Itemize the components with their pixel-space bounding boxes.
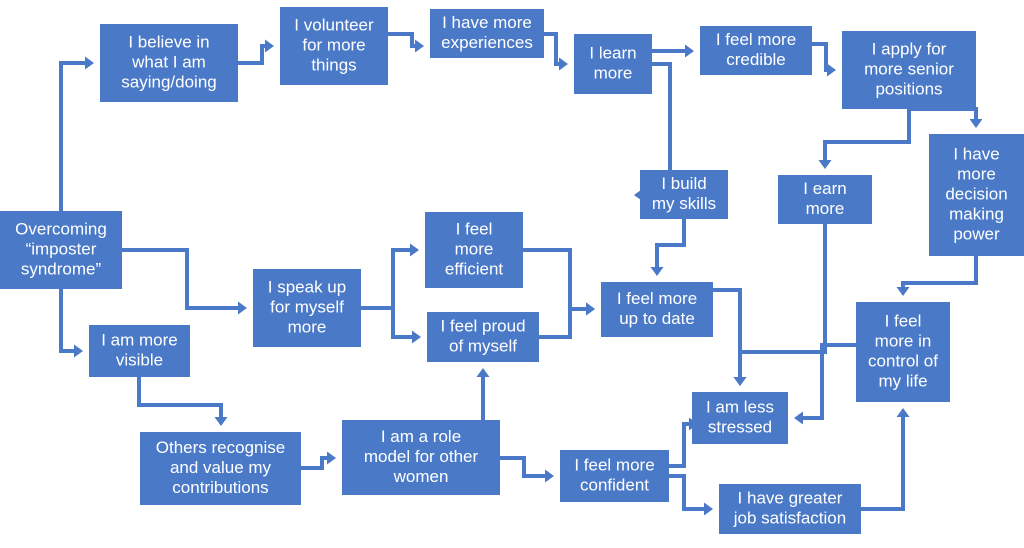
node-box-learn[interactable] <box>574 34 652 94</box>
arrowhead-learn-credible <box>685 44 694 58</box>
connector-experiences-learn <box>544 32 559 66</box>
arrowhead-skills-uptodate <box>650 267 664 276</box>
arrowhead-rolemodel-confident <box>545 469 554 483</box>
arrowhead-visible-others <box>214 417 228 426</box>
connector-speak-proud <box>361 306 412 339</box>
arrowhead-others-rolemodel <box>327 451 336 465</box>
node-box-decision[interactable] <box>929 134 1024 256</box>
arrowhead-overcoming-believe <box>85 56 94 70</box>
node-box-experiences[interactable] <box>430 9 544 58</box>
arrowhead-speak-proud <box>412 330 421 344</box>
connector-credible-apply <box>812 42 828 72</box>
connector-confident-stressed <box>669 422 689 468</box>
arrowhead-apply-earn <box>818 160 832 169</box>
connector-others-rolemodel <box>301 456 327 470</box>
connector-satisfaction-control <box>861 417 905 511</box>
connector-apply-decision <box>909 107 978 119</box>
node-box-others[interactable] <box>140 432 301 505</box>
arrowhead-confident-satisfaction <box>704 502 713 516</box>
arrowhead-overcoming-visible <box>74 344 83 358</box>
connector-apply-earn <box>823 109 911 160</box>
connector-efficient-uptodate <box>523 248 586 311</box>
arrowhead-credible-apply <box>827 63 836 77</box>
arrowhead-experiences-learn <box>559 57 568 71</box>
arrowhead-proud-uptodate <box>586 302 595 316</box>
connector-uptodate-stressed <box>713 288 742 377</box>
arrowhead-overcoming-speak <box>238 301 247 315</box>
arrowhead-apply-decision <box>969 119 983 128</box>
arrowhead-satisfaction-control <box>896 408 910 417</box>
connector-skills-uptodate <box>655 219 686 267</box>
node-box-visible[interactable] <box>89 325 190 377</box>
node-box-earn[interactable] <box>778 175 872 224</box>
arrowhead-volunteer-experiences <box>415 39 424 53</box>
arrowhead-control-stressed <box>794 411 803 425</box>
arrowhead-believe-volunteer <box>265 39 274 53</box>
connector-volunteer-experiences <box>388 32 415 48</box>
connector-decision-control <box>901 256 978 287</box>
arrowhead-rolemodel-proud <box>476 368 490 377</box>
connector-rolemodel-confident <box>500 456 545 478</box>
node-box-proud[interactable] <box>427 312 539 362</box>
node-box-satisfaction[interactable] <box>719 484 861 534</box>
connector-overcoming-believe <box>59 61 85 211</box>
connectors-layer <box>59 32 983 516</box>
node-box-rolemodel[interactable] <box>342 420 500 495</box>
connector-overcoming-speak <box>122 248 238 310</box>
node-box-stressed[interactable] <box>692 392 788 444</box>
connector-visible-others <box>137 377 223 417</box>
node-box-overcoming[interactable] <box>0 211 122 289</box>
arrowhead-uptodate-stressed <box>733 377 747 386</box>
node-box-skills[interactable] <box>640 170 728 219</box>
connector-believe-volunteer <box>238 44 265 65</box>
arrowhead-speak-efficient <box>410 243 419 257</box>
connector-earn-stressed <box>738 224 827 377</box>
node-box-uptodate[interactable] <box>601 282 713 337</box>
node-box-volunteer[interactable] <box>280 7 388 85</box>
node-box-confident[interactable] <box>560 450 669 502</box>
connector-control-stressed <box>803 343 856 420</box>
connector-proud-uptodate <box>539 307 586 339</box>
node-box-control[interactable] <box>856 302 950 402</box>
node-box-credible[interactable] <box>700 26 812 75</box>
connector-speak-efficient <box>361 248 410 310</box>
arrowhead-decision-control <box>896 287 910 296</box>
node-box-apply[interactable] <box>842 31 976 109</box>
node-box-efficient[interactable] <box>425 212 523 288</box>
connector-overcoming-visible <box>59 289 74 353</box>
node-box-believe[interactable] <box>100 24 238 102</box>
connector-confident-satisfaction <box>669 474 704 511</box>
node-box-speak[interactable] <box>253 269 361 347</box>
